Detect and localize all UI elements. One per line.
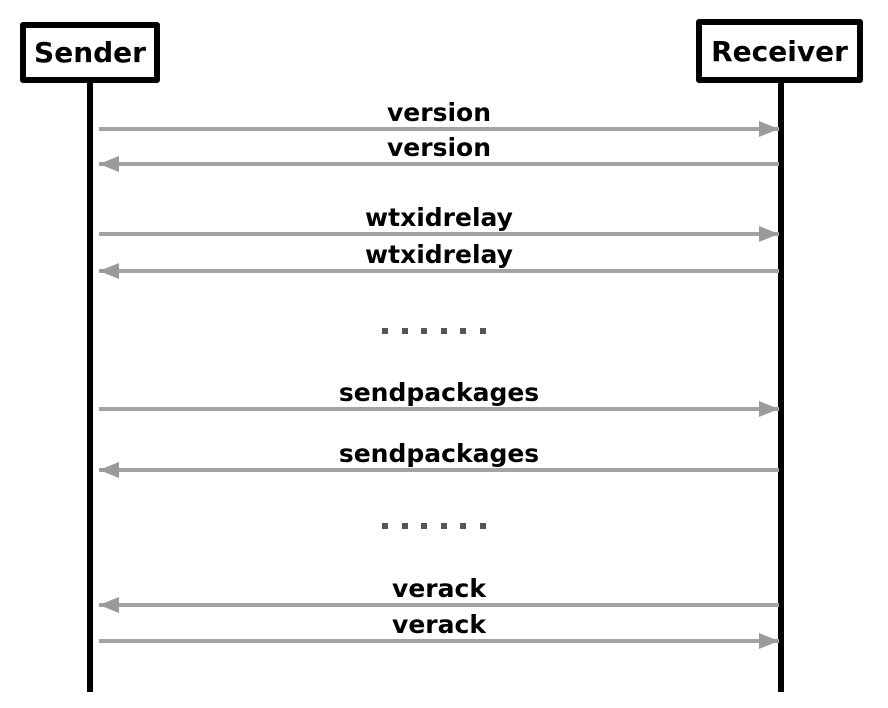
participant-box-sender: Sender [20, 22, 160, 83]
dot [440, 523, 447, 529]
dot [479, 523, 486, 529]
participant-box-receiver: Receiver [696, 19, 863, 83]
lifeline-sender [87, 80, 93, 692]
ellipsis-dots [382, 328, 486, 334]
message-version-to-sender: version [99, 129, 779, 172]
arrowhead-left-icon [99, 462, 119, 478]
participant-label-sender: Sender [34, 36, 146, 69]
dot [382, 328, 388, 334]
dot [401, 328, 408, 334]
dot [479, 328, 486, 334]
message-verack-to-receiver: verack [99, 606, 779, 649]
arrow-line [99, 226, 779, 242]
message-wtxidrelay-to-receiver: wtxidrelay [99, 199, 779, 242]
message-label: version [386, 97, 491, 127]
message-label: verack [392, 573, 486, 603]
message-label: wtxidrelay [365, 202, 513, 232]
arrowhead-right-icon [759, 121, 779, 137]
arrowhead-right-icon [759, 401, 779, 417]
ellipsis-dots [382, 523, 486, 529]
message-verack-to-sender: verack [99, 570, 779, 613]
arrow-line [99, 597, 779, 613]
dot [421, 523, 428, 529]
message-label: sendpackages [338, 438, 540, 468]
dot [460, 328, 467, 334]
message-label: sendpackages [338, 377, 540, 407]
message-label: version [386, 132, 491, 162]
arrow-line [99, 156, 779, 172]
dot [440, 328, 447, 334]
message-label: verack [392, 609, 486, 639]
message-sendpackages-to-receiver: sendpackages [99, 374, 779, 417]
dot [401, 523, 408, 529]
message-sendpackages-to-sender: sendpackages [99, 435, 779, 478]
dot [382, 523, 388, 529]
message-version-to-receiver: version [99, 94, 779, 137]
arrowhead-right-icon [759, 633, 779, 649]
dot [460, 523, 467, 529]
arrowhead-left-icon [99, 597, 119, 613]
dot [421, 328, 428, 334]
arrowhead-left-icon [99, 263, 119, 279]
arrow-line [99, 121, 779, 137]
arrowhead-left-icon [99, 156, 119, 172]
lifeline-receiver [778, 80, 784, 692]
arrow-line [99, 401, 779, 417]
message-wtxidrelay-to-sender: wtxidrelay [99, 236, 779, 279]
message-label: wtxidrelay [365, 239, 513, 269]
arrow-line [99, 462, 779, 478]
arrow-line [99, 633, 779, 649]
arrow-line [99, 263, 779, 279]
participant-label-receiver: Receiver [711, 34, 848, 68]
arrowhead-right-icon [759, 226, 779, 242]
